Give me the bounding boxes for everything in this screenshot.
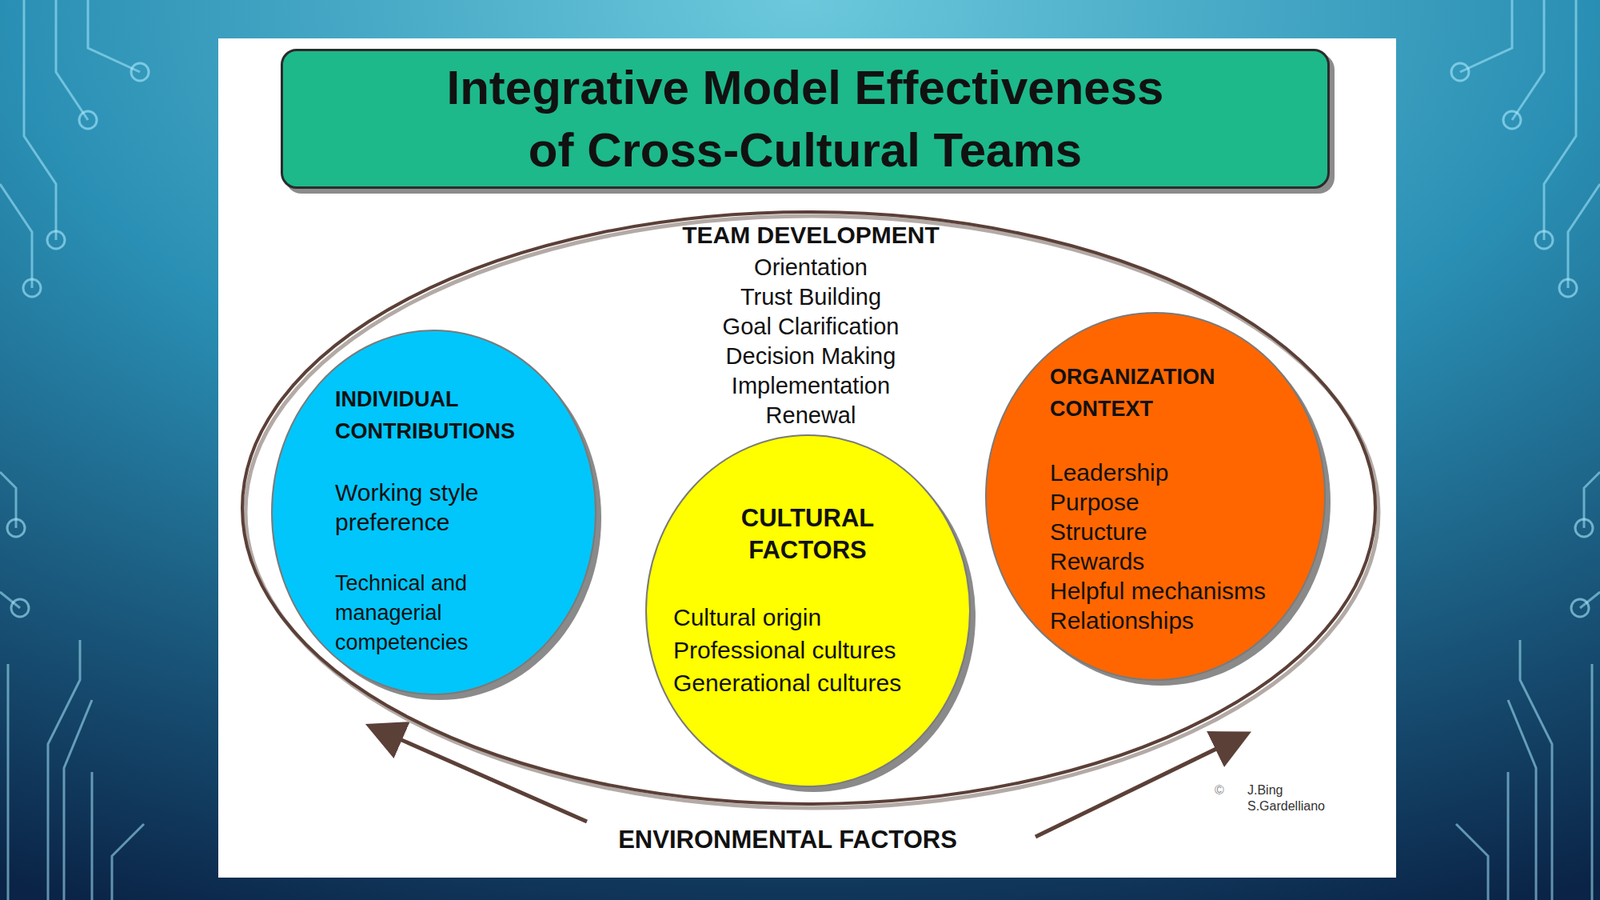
circle-fill: [985, 312, 1325, 680]
node-heading: INDIVIDUAL CONTRIBUTIONS: [335, 383, 575, 447]
node-item: Orientation: [754, 252, 868, 283]
cultural-circle: CULTURAL FACTORS Cultural originProfessio…: [644, 433, 972, 788]
circuit-line: [0, 183, 32, 288]
title-text: Integrative Model Effectiveness of Cross…: [301, 56, 1309, 182]
circuit-terminal: [1559, 279, 1577, 297]
node-item: Technical and managerial competencies: [335, 568, 567, 658]
ellipse-outline: [242, 211, 1376, 804]
title-banner: Integrative Model Effectiveness of Cross…: [280, 48, 1330, 189]
circuit-line: [7, 663, 10, 900]
circuit-line: [1460, 0, 1513, 72]
circuit-line: [111, 823, 144, 900]
circuit-line: [1508, 699, 1537, 900]
team-ellipse: TEAM DEVELOPMENTOrientationTrust Buildin…: [239, 209, 1378, 806]
author-name: S.Gardelliano: [1247, 798, 1325, 814]
circuit-line: [1456, 823, 1489, 900]
circuit-line: [1544, 0, 1577, 240]
circuit-line: [91, 771, 94, 900]
copyright-mark: ©: [1214, 782, 1225, 798]
node-item: Goal Clarification: [722, 311, 900, 342]
node-item: Helpful mechanisms: [1049, 575, 1266, 606]
white-panel: [218, 38, 1397, 878]
circuit-line: [87, 0, 140, 72]
circuit-terminal: [79, 111, 97, 129]
node-item: Renewal: [766, 400, 857, 431]
node-item: Working style preference: [335, 477, 567, 537]
node-item: Purpose: [1049, 486, 1140, 517]
node-item: Trust Building: [740, 282, 882, 312]
node-item: Implementation: [731, 371, 890, 401]
environment-label: ENVIRONMENTAL FACTORS: [618, 825, 958, 854]
node-heading: CULTURAL FACTORS: [711, 502, 904, 567]
circuit-line: [55, 0, 88, 120]
circuit-terminal: [47, 231, 65, 249]
circuit-terminal: [11, 598, 29, 617]
circuit-terminal: [1575, 518, 1593, 537]
circuit-terminal: [1451, 63, 1469, 81]
circuit-terminal: [7, 518, 25, 537]
circuit-line: [1512, 0, 1545, 120]
node-item: Generational cultures: [673, 666, 902, 699]
environment-arrow: [1035, 734, 1245, 837]
node-heading: ORGANIZATION CONTEXT: [1049, 360, 1282, 425]
circle-fill: [271, 330, 596, 695]
node-heading: TEAM DEVELOPMENT: [682, 220, 940, 250]
circuit-line: [23, 0, 56, 240]
node-item: Leadership: [1049, 457, 1169, 487]
circuit-terminal: [1571, 598, 1589, 617]
node-item: Professional cultures: [673, 633, 896, 667]
node-item: Relationships: [1049, 605, 1194, 635]
circuit-line: [1591, 663, 1594, 900]
circuit-line: [1507, 771, 1510, 900]
circuit-line: [63, 699, 92, 900]
circuit-terminal: [23, 279, 41, 297]
circuit-line: [1568, 183, 1600, 288]
author-name: J.Bing: [1247, 782, 1283, 798]
node-item: Cultural origin: [673, 600, 822, 634]
circuit-terminal: [1535, 231, 1553, 249]
circle-fill: [646, 434, 970, 787]
node-item: Structure: [1049, 516, 1148, 547]
circuit-terminal: [1503, 111, 1521, 129]
organization-circle: ORGANIZATION CONTEXT LeadershipPurposeStr…: [984, 311, 1327, 682]
individual-circle: INDIVIDUAL CONTRIBUTIONS Working style pr…: [270, 328, 598, 696]
circuit-terminal: [131, 63, 149, 81]
node-item: Decision Making: [726, 341, 897, 372]
node-item: Rewards: [1049, 546, 1145, 576]
